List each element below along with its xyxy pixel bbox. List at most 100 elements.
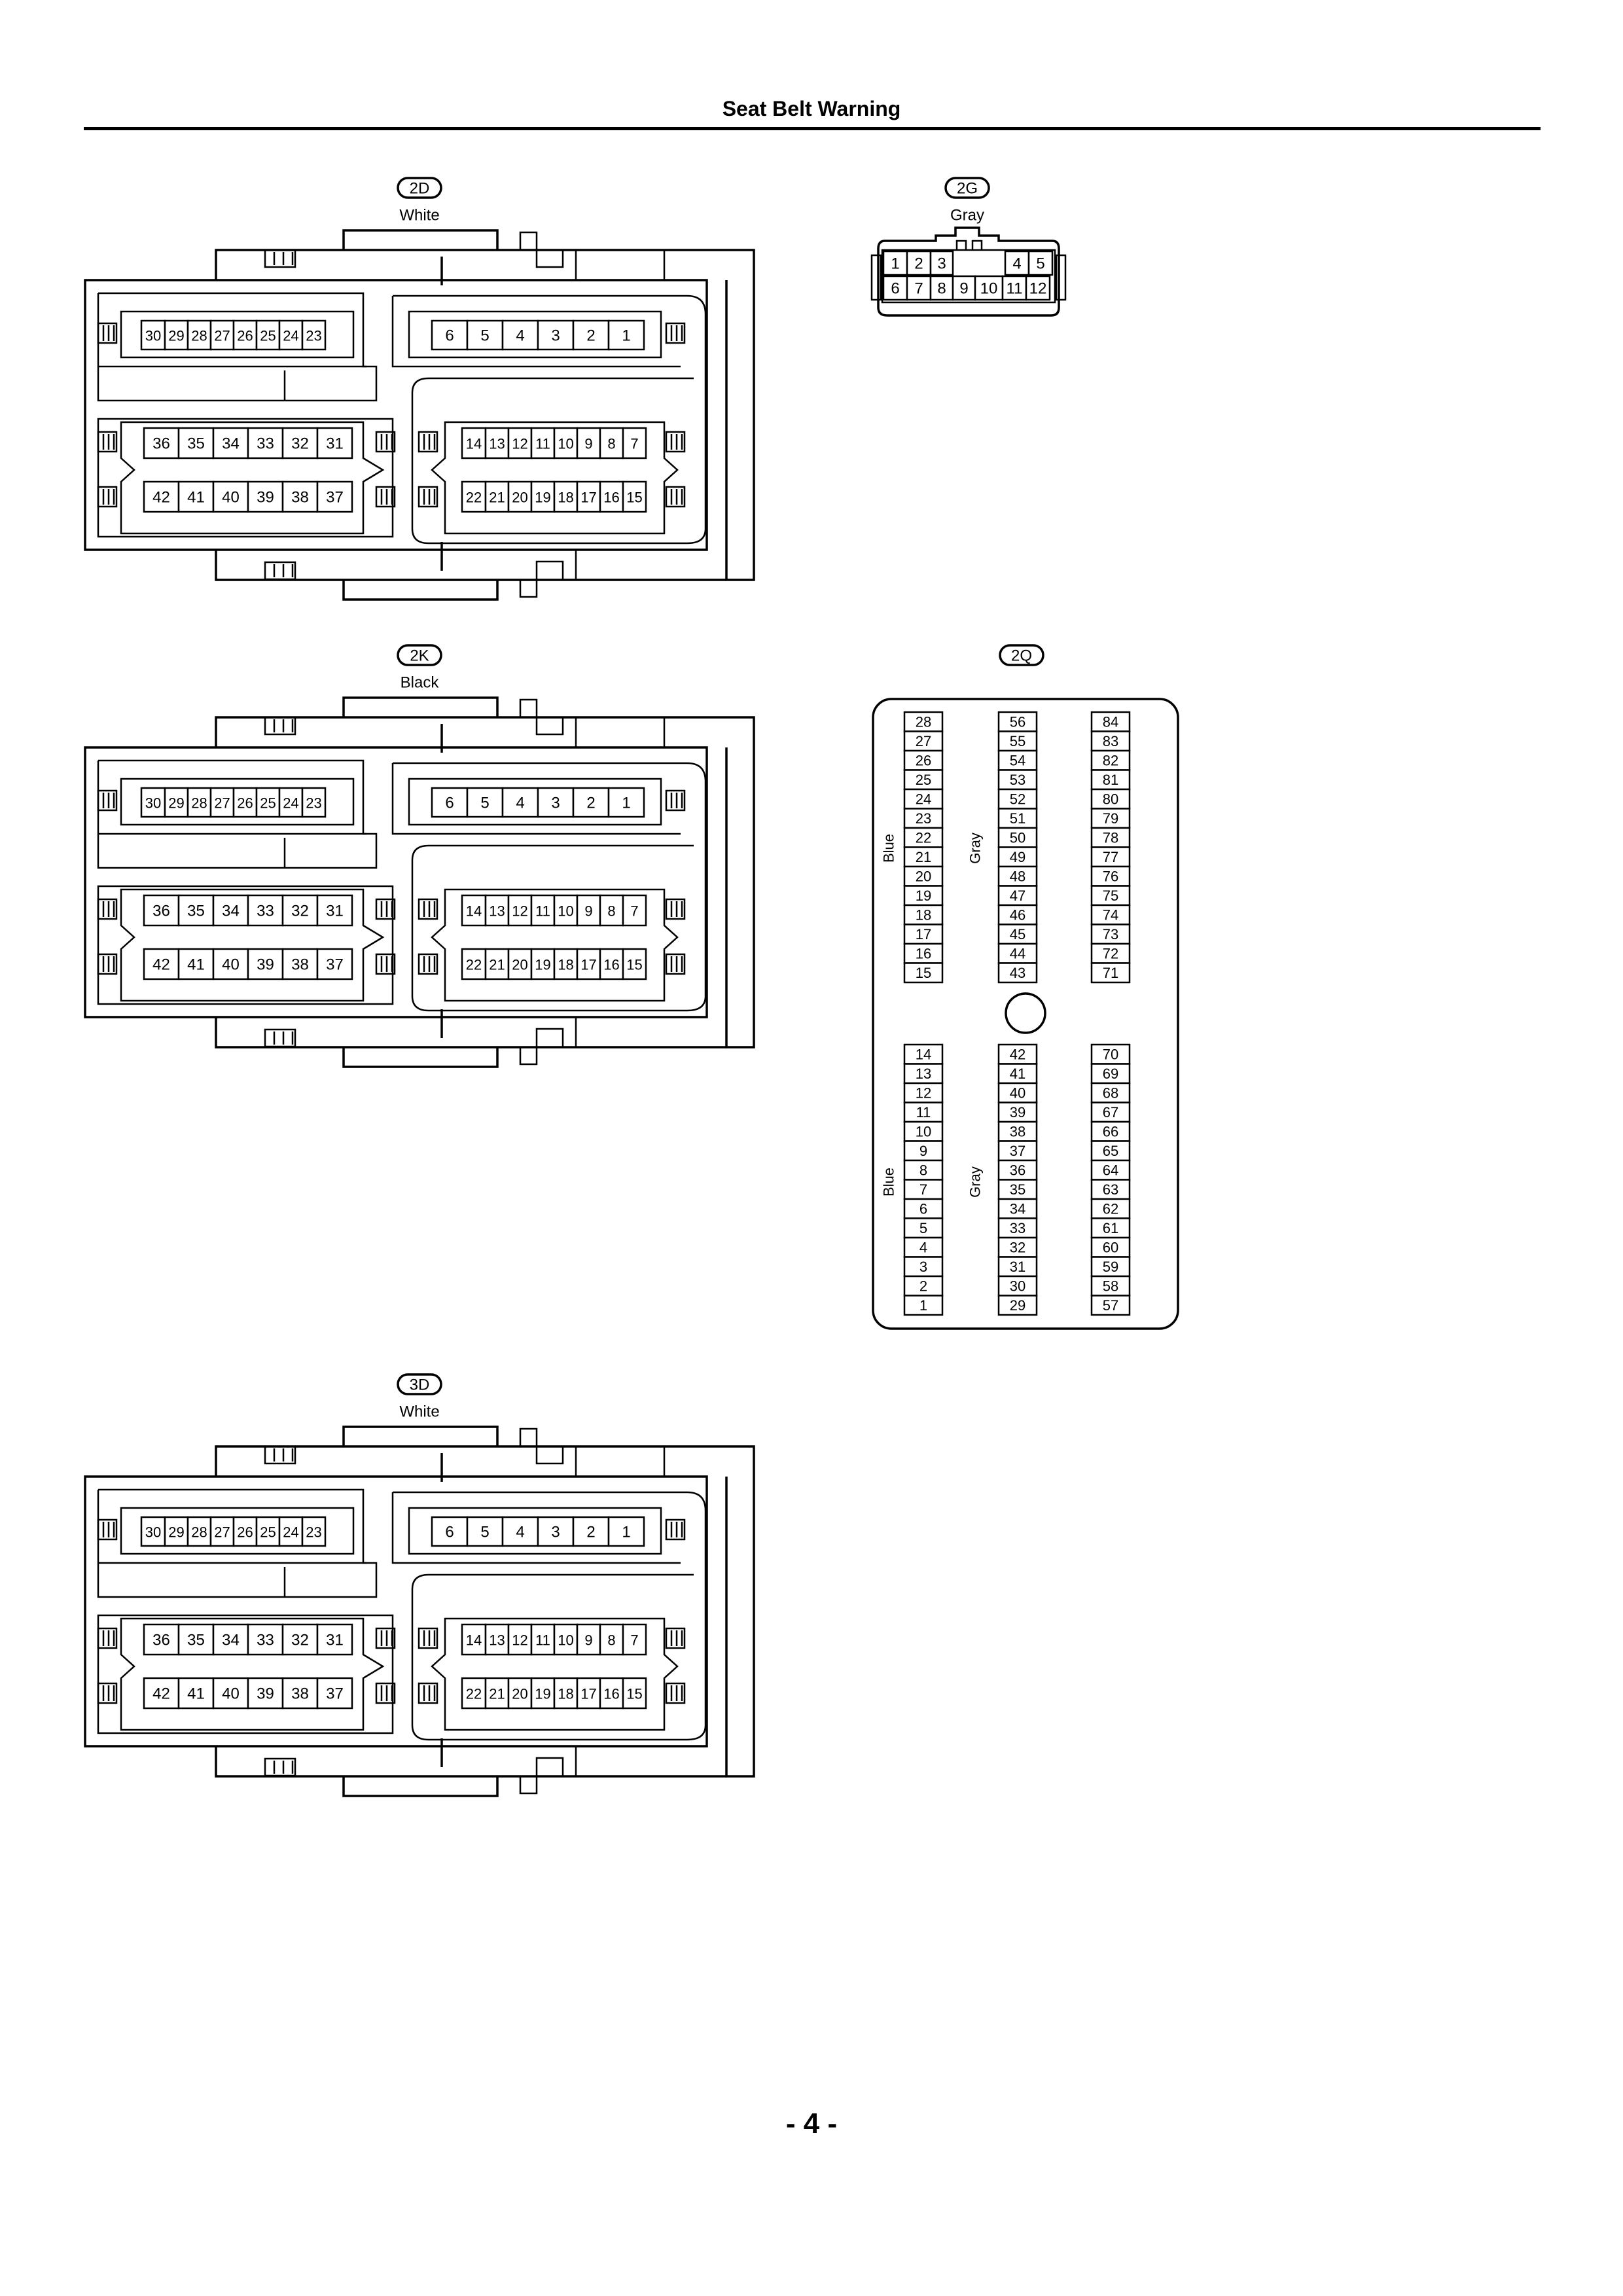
pin-cell <box>212 1677 249 1710</box>
pin-block-frame <box>120 1507 355 1555</box>
pin-cell <box>997 1102 1038 1123</box>
pin-label: 3 <box>551 795 560 812</box>
pin-label: 19 <box>535 957 550 973</box>
pin-label: 1 <box>622 795 630 812</box>
pin-label: 3 <box>937 255 946 273</box>
pin-cell <box>316 1677 353 1710</box>
pin-cell <box>247 948 284 980</box>
pin-block-frame <box>408 1507 662 1555</box>
housing-right <box>215 716 755 1049</box>
pin-cell <box>903 1275 944 1297</box>
pin-cell <box>903 1043 944 1065</box>
pin-block-frame <box>431 1617 679 1731</box>
pin-cell <box>301 319 327 351</box>
pin-label: 29 <box>1010 1297 1026 1314</box>
latch-comb <box>375 1627 396 1649</box>
pin-cell <box>484 1677 510 1710</box>
pin-label: 81 <box>1103 772 1118 788</box>
connector-color: White <box>399 1403 439 1421</box>
pin-label: 30 <box>145 1524 161 1541</box>
pin-label: 42 <box>152 489 170 507</box>
pin-label: 79 <box>1103 810 1118 827</box>
pin-cell <box>903 942 944 964</box>
pin-label: 58 <box>1103 1278 1118 1295</box>
pin-label: 43 <box>1010 965 1026 981</box>
pin-label: 7 <box>630 1632 638 1649</box>
latch-comb <box>375 431 396 453</box>
page-title: Seat Belt Warning <box>722 97 901 120</box>
pin-label: 41 <box>187 489 205 507</box>
connector-body <box>84 1475 708 1748</box>
pin-label: 19 <box>916 888 931 904</box>
pin-label: 38 <box>1010 1124 1026 1140</box>
pin-label: 24 <box>283 328 298 344</box>
pin-cell <box>903 1179 944 1200</box>
pin-cell <box>316 948 353 980</box>
latch-comb <box>375 1682 396 1704</box>
pin-label: 36 <box>152 1632 170 1649</box>
pin-cell <box>278 787 304 818</box>
pin-label: 8 <box>919 1162 927 1179</box>
pin-cell <box>1090 1140 1131 1162</box>
pin-label: 38 <box>291 489 309 507</box>
pin-label: 30 <box>1010 1278 1026 1295</box>
pin-label: 29 <box>168 795 184 812</box>
pin-cell <box>164 1516 189 1547</box>
wire-color-label: Gray <box>967 1166 984 1198</box>
pin-label: 41 <box>187 1685 205 1703</box>
pin-cell <box>622 480 647 513</box>
pin-cell <box>466 787 504 818</box>
pin-label: 8 <box>937 280 946 298</box>
lock-tab-bottom <box>342 580 499 601</box>
pin-label: 4 <box>1012 255 1021 273</box>
pin-label: 56 <box>1010 714 1026 730</box>
pin-label: 34 <box>1010 1201 1026 1217</box>
pin-label: 38 <box>291 956 309 974</box>
pin-label: 11 <box>535 436 550 452</box>
pin-label: 14 <box>916 1047 931 1063</box>
pin-label: 36 <box>1010 1162 1026 1179</box>
pin-cell <box>461 948 487 980</box>
pin-label: 2 <box>914 255 923 273</box>
pin-label: 39 <box>257 956 274 974</box>
pin-label: 28 <box>191 795 207 812</box>
side-latch <box>870 254 882 301</box>
pin-cell <box>1090 865 1131 887</box>
latch-comb <box>97 486 118 508</box>
pin-cell <box>1090 711 1131 732</box>
pin-label: 72 <box>1103 946 1118 962</box>
pin-cell <box>997 788 1038 810</box>
pin-label: 70 <box>1103 1047 1118 1063</box>
pin-label: 6 <box>445 1524 454 1541</box>
pin-cell <box>316 427 353 459</box>
pin-cell <box>278 1516 304 1547</box>
pin-cell <box>903 1102 944 1123</box>
pin-label: 1 <box>919 1297 927 1314</box>
pin-cell <box>903 808 944 829</box>
pin-label: 32 <box>291 435 309 453</box>
latch-comb <box>665 789 686 812</box>
pin-label: 53 <box>1010 772 1026 788</box>
pin-label: 8 <box>607 436 615 452</box>
pin-block-frame <box>120 310 355 359</box>
pin-cell <box>1090 962 1131 984</box>
pin-cell <box>553 948 579 980</box>
pin-cell <box>903 1159 944 1181</box>
pin-label: 47 <box>1010 888 1026 904</box>
pin-label: 22 <box>466 490 482 506</box>
pin-label: 40 <box>1010 1085 1026 1102</box>
pin-label: 27 <box>214 1524 230 1541</box>
pin-label: 30 <box>145 795 161 812</box>
pin-block-frame <box>120 888 385 1002</box>
latch-comb <box>97 431 118 453</box>
pin-label: 83 <box>1103 733 1118 749</box>
pin-cell <box>530 948 556 980</box>
pin-cell <box>301 1516 327 1547</box>
pin-label: 7 <box>630 903 638 920</box>
latch-comb <box>418 1682 438 1704</box>
pin-label: 16 <box>603 957 619 973</box>
pin-label: 25 <box>916 772 931 788</box>
cavity-right <box>393 762 707 1012</box>
